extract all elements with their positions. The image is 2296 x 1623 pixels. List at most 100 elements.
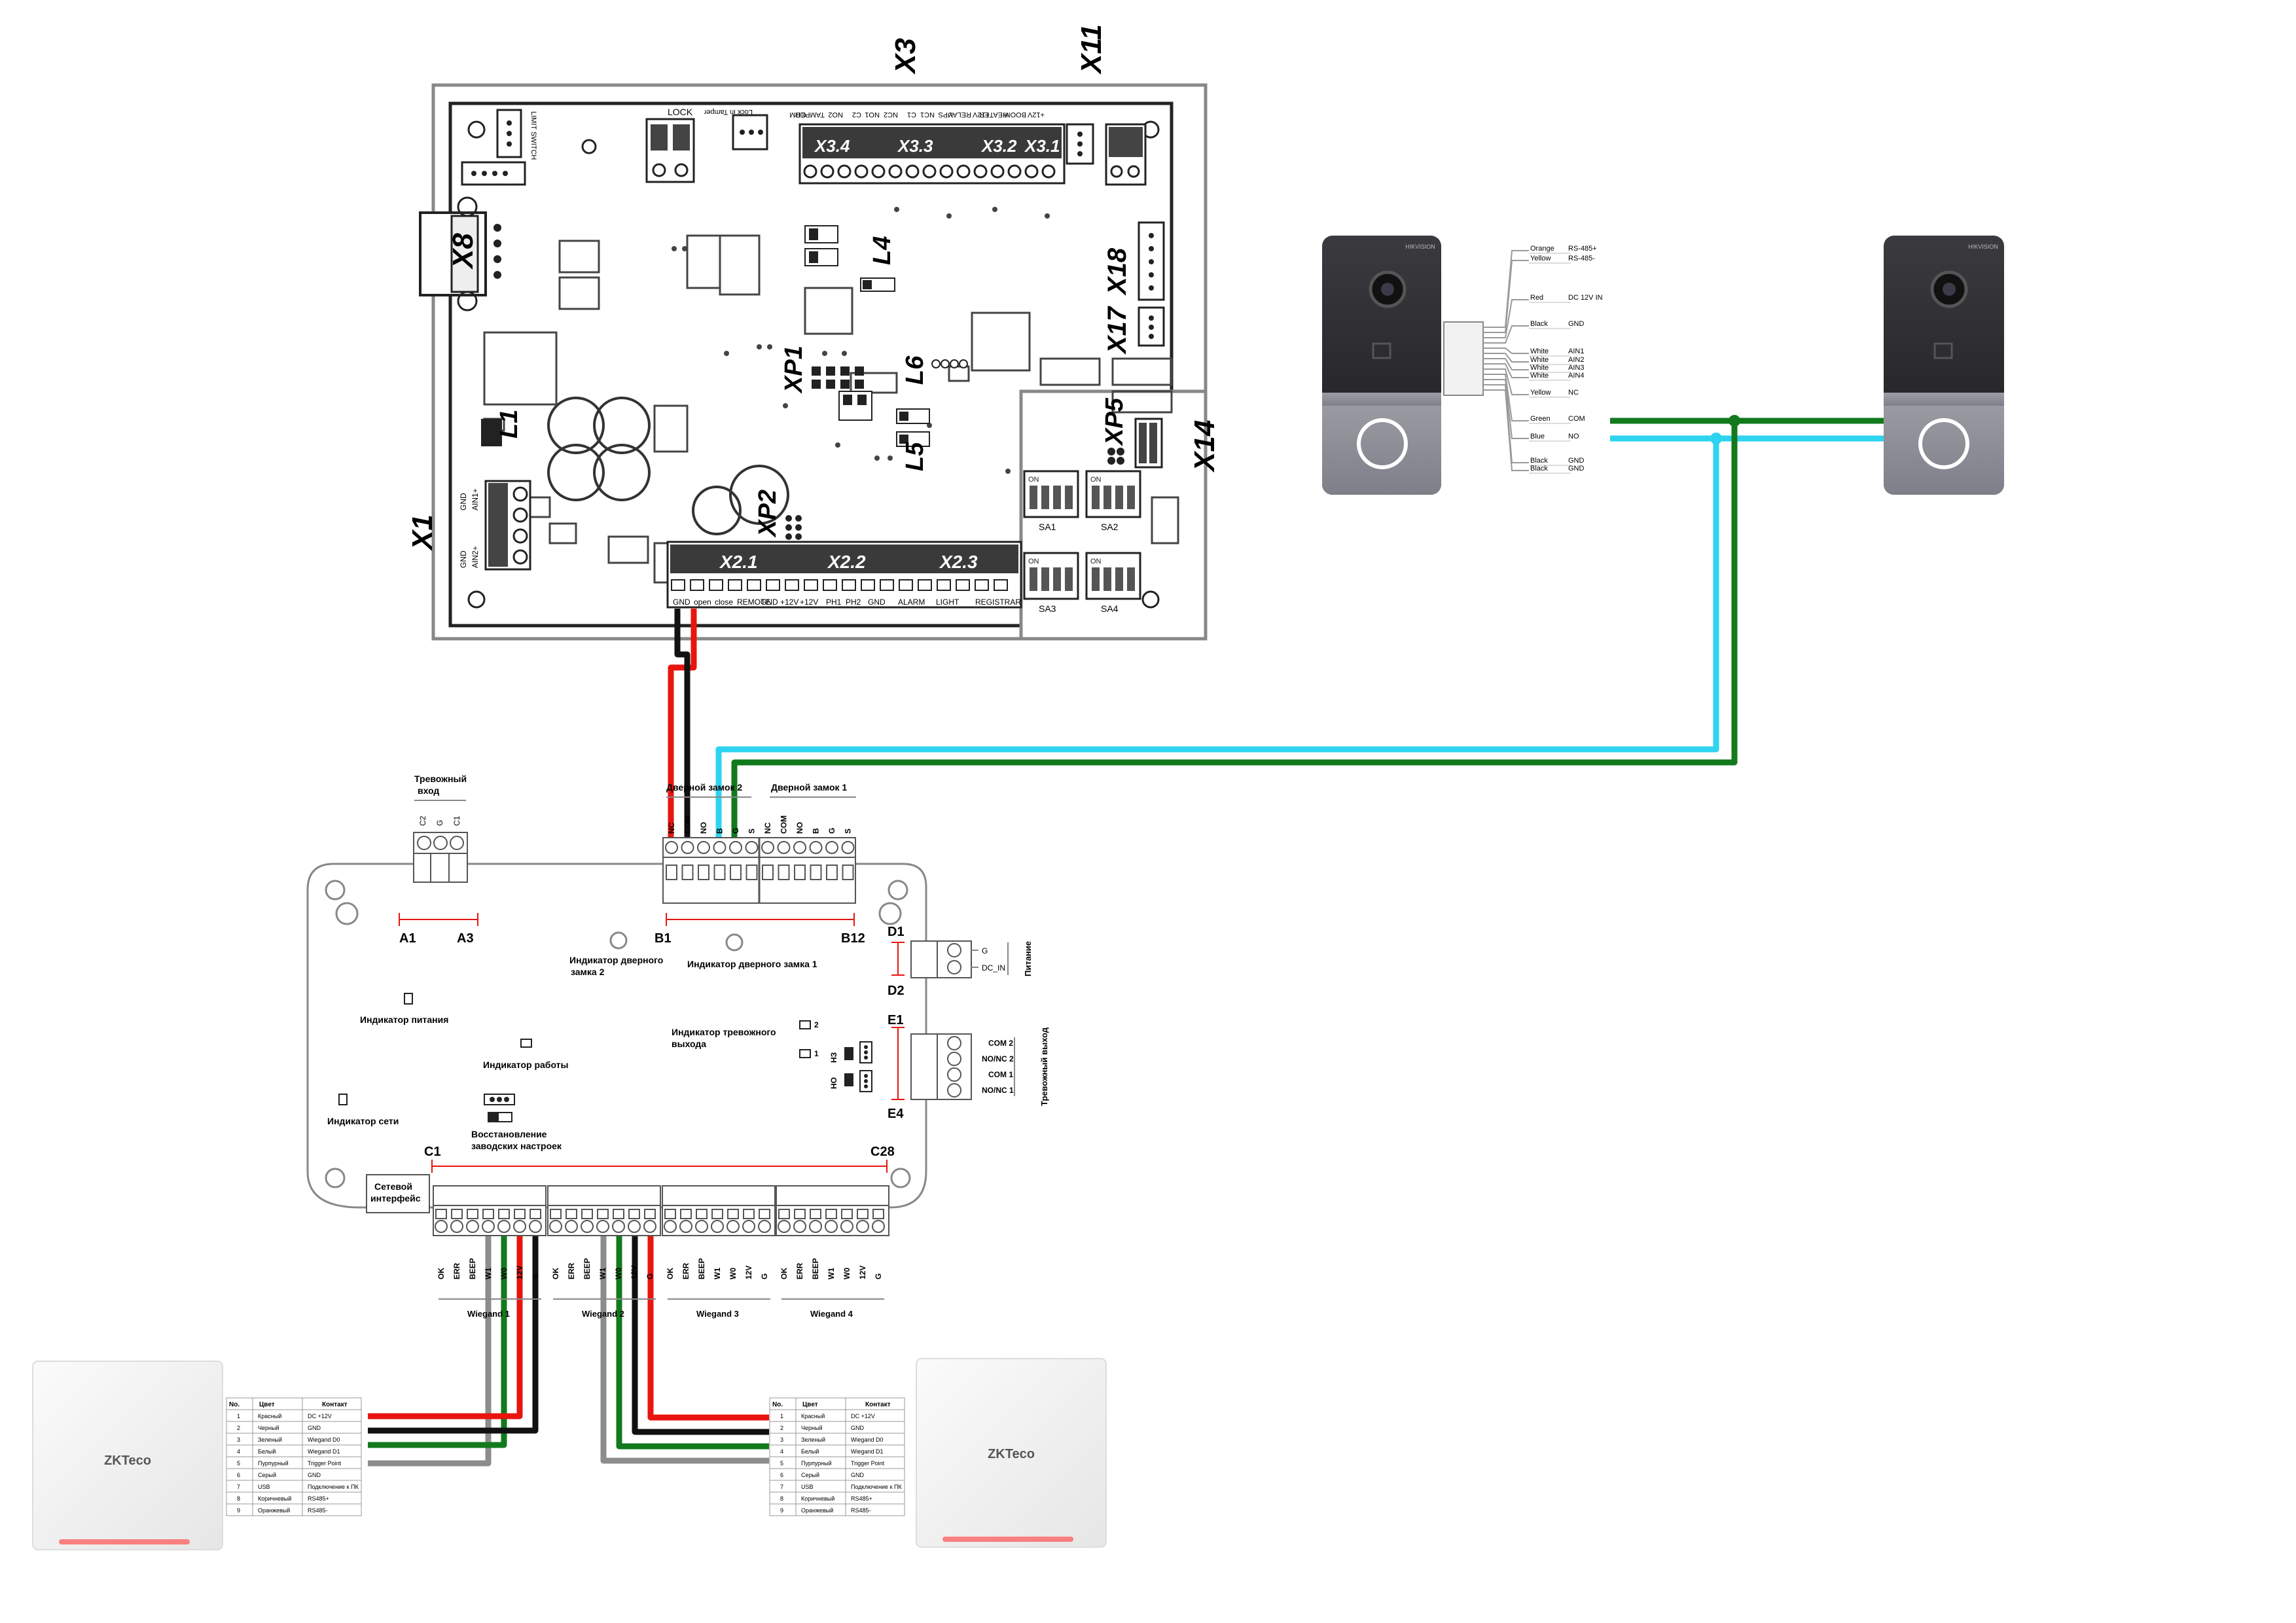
ind-reset-b: заводских настроек: [471, 1141, 562, 1151]
reader-table-cell: Wiegand D0: [308, 1436, 340, 1443]
alarm-out-com2: COM 2: [988, 1039, 1013, 1048]
x1-label: X1: [406, 514, 439, 552]
intercom-left-brand: HIKVISION: [1405, 243, 1435, 250]
top-screw: [990, 164, 1005, 179]
wiegand-screw: [435, 1220, 448, 1233]
top-pin-label: NO1: [865, 111, 880, 118]
reader-table-cell: Зеленый: [258, 1436, 282, 1443]
board-outline-outer: [431, 83, 1208, 641]
l1-label: L1: [495, 410, 523, 438]
top-screw: [854, 164, 869, 179]
sa-label: SA2: [1101, 522, 1119, 532]
wiegand-block-top: [433, 1185, 547, 1206]
bottom-pin-label: PH2: [846, 597, 861, 607]
door-lock-2-title: Дверной замок 2: [666, 782, 742, 793]
reader-table-cell: 6: [780, 1472, 783, 1478]
wiegand-screw: [628, 1220, 641, 1233]
reader-table-cell: 9: [237, 1507, 240, 1514]
wiegand-screw: [497, 1220, 511, 1233]
top-controller-board: LOCK LIMIT SWITCH Lock in Tamper X3.4: [406, 24, 1221, 641]
reader-table-header: Цвет: [802, 1401, 818, 1408]
ind-network: Индикатор сети: [327, 1116, 399, 1126]
capacitors: [547, 397, 789, 535]
door-lock-slot: [698, 865, 709, 880]
bottom-pin-label: LIGHT: [936, 597, 960, 607]
door-lock-pin-label: S: [747, 829, 757, 834]
bottom-pin-label: REGISTRAR: [975, 597, 1021, 607]
door-lock-screw: [697, 841, 710, 854]
bottom-screw: [728, 579, 742, 591]
wiegand-slot: [451, 1209, 463, 1219]
wire-red-top: [668, 609, 697, 854]
x18-label: X18: [1103, 247, 1132, 296]
intercom-wire-line: [1483, 358, 1529, 370]
x3-2-label: X3.2: [980, 136, 1017, 156]
wiegand-slot: [581, 1209, 593, 1219]
intercom-wire-color: White: [1530, 364, 1549, 372]
xp2-label: XP2: [754, 490, 781, 538]
jumper-n1: 1: [814, 1049, 819, 1058]
x8-label: X8: [447, 233, 479, 270]
reader-table-cell: Красный: [258, 1413, 281, 1419]
top-screw: [956, 164, 971, 179]
top-screw: [888, 164, 903, 179]
wire-w1-black: [368, 1230, 539, 1434]
top-pin-label: NO2: [828, 111, 843, 118]
wiegand-pin-label: ERR: [452, 1262, 461, 1279]
reader-table-header: No.: [772, 1401, 783, 1408]
range-e4: E4: [888, 1107, 904, 1121]
wiegand-slot: [743, 1209, 755, 1219]
wire-cyan-no: [715, 435, 1885, 854]
lock-connector: LOCK: [645, 107, 695, 183]
indicators: Индикатор дверного замка 2 Индикатор две…: [327, 955, 872, 1151]
sa-toggle: [1053, 486, 1061, 509]
intercom-wire-signal: COM: [1568, 415, 1585, 423]
ind-alarm-out-b: выхода: [672, 1039, 706, 1049]
reader-table-header: Цвет: [259, 1401, 275, 1408]
sa-toggle: [1127, 567, 1135, 591]
bottom-screw: [899, 579, 913, 591]
power-pin-dcin: DC_IN: [982, 963, 1005, 972]
access-controller: Тревожный вход C2 G C1 A1 A3 Дверной зам…: [306, 774, 1049, 1319]
reader-table-cell: 5: [780, 1460, 783, 1467]
top-screw: [803, 164, 817, 179]
reader-table-cell: Пурпурный: [801, 1460, 832, 1467]
sa-toggle: [1127, 486, 1135, 509]
alarm-out-com1: COM 1: [988, 1070, 1013, 1079]
intercom-wire-color: White: [1530, 348, 1549, 355]
l5-label: L5: [901, 442, 929, 471]
wiegand-pin-label: BEEP: [697, 1258, 706, 1279]
wiegand-screw: [825, 1220, 838, 1233]
door-lock-screw: [665, 841, 678, 854]
jumper-block-l5: L5 L6: [896, 355, 968, 471]
alarm-out-nonc2: NO/NC 2: [982, 1054, 1014, 1063]
wiegand-pin-label: BEEP: [468, 1258, 477, 1279]
intercom-wire-color: Black: [1530, 465, 1548, 473]
top-pin-label: C1: [907, 111, 916, 118]
reader-table-cell: RS485-: [308, 1507, 328, 1514]
ind-power: Индикатор питания: [360, 1014, 448, 1025]
intercom-wire-color: Green: [1530, 415, 1551, 423]
bottom-screw: [671, 579, 685, 591]
wiegand-group-label: Wiegand 4: [810, 1309, 853, 1319]
jumper-n2: 2: [814, 1020, 819, 1029]
wiegand-screw: [450, 1220, 463, 1233]
bottom-screw: [690, 579, 704, 591]
bottom-screw: [747, 579, 761, 591]
intercom-wire-color: Orange: [1530, 245, 1554, 253]
reader-table-cell: 1: [780, 1413, 783, 1419]
range-b1: B1: [655, 931, 672, 946]
door-lock-screw: [809, 841, 823, 854]
bottom-pin-label: GND: [868, 597, 886, 607]
intercom-right-brand: HIKVISION: [1968, 243, 1998, 250]
reader-table-cell: Белый: [801, 1448, 819, 1455]
wiegand-pin-label: W0: [499, 1268, 509, 1279]
wire-w1-green: [368, 1230, 507, 1448]
door-lock-pin-label: NC: [667, 822, 676, 834]
alarm-input-pin-c1: C1: [452, 815, 461, 826]
x17-label: X17: [1103, 306, 1132, 355]
sa-toggle: [1053, 567, 1061, 591]
wiegand-pin-label: G: [874, 1274, 883, 1279]
